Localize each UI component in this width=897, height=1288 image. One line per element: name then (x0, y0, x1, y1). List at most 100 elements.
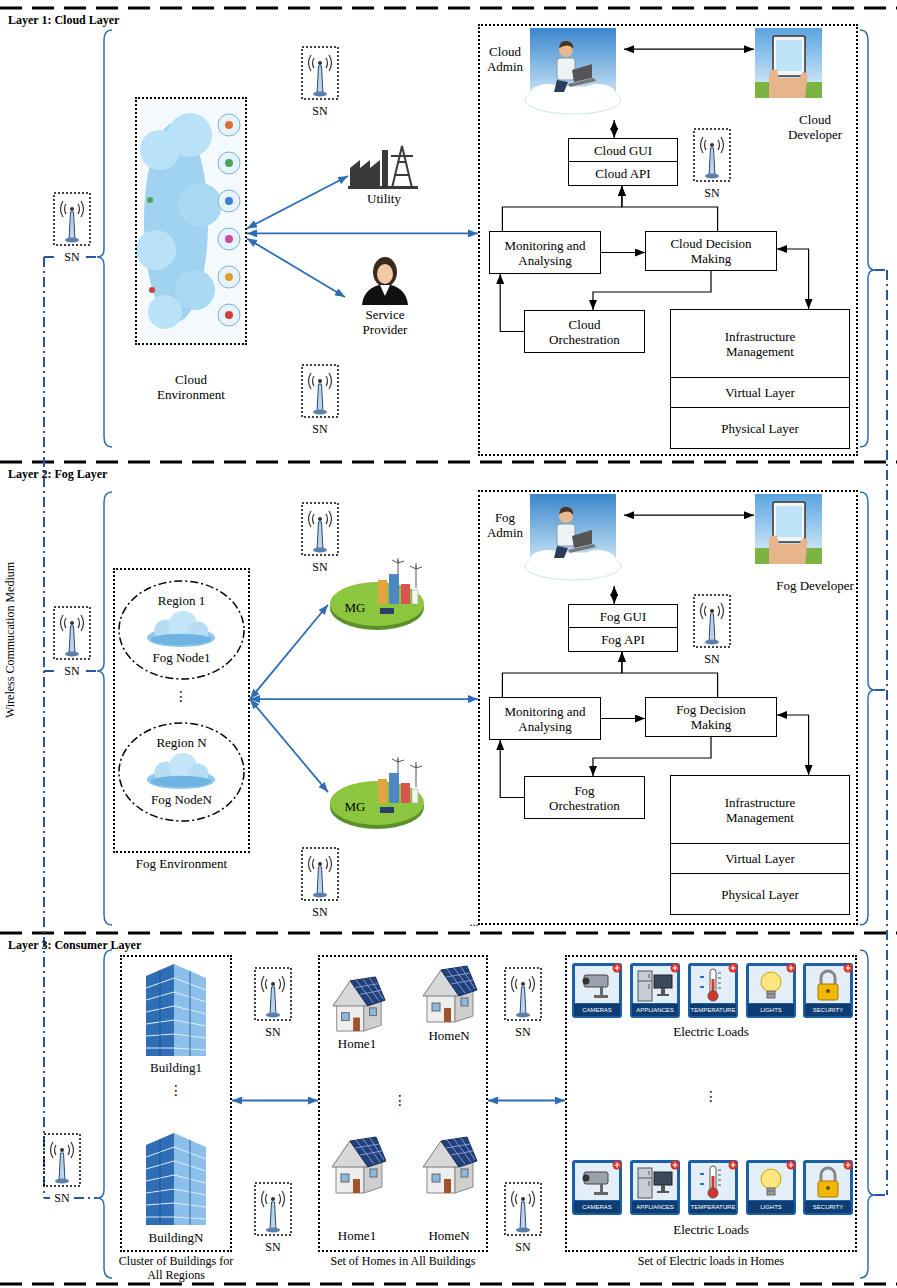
wireless-medium-line (74, 1197, 97, 1199)
developer-node: Fog Developer (754, 494, 854, 612)
label-holder: Cloud Environment (146, 372, 236, 402)
layer-divider (0, 8, 897, 1284)
label-holder: Fog Environment (113, 856, 250, 871)
node-label: Set of Electric loads in Homes (565, 1254, 857, 1268)
node-label: Home1 (326, 1228, 388, 1243)
group-caption: Electric Loads (651, 1222, 771, 1237)
node-label: Cloud Developer (776, 112, 854, 142)
load-icon-label: SECURITY (804, 1203, 852, 1211)
label-holder: SN (700, 652, 724, 666)
label-holder: TEMPERATURE (689, 1203, 737, 1211)
label-holder: APPLIANCES (631, 1203, 679, 1211)
load-icon-label: LIGHTS (747, 1006, 795, 1014)
wireless-medium-line (875, 689, 887, 691)
environment-group: Cloud Environment (135, 97, 247, 407)
label-holder: Home1 (326, 1228, 388, 1243)
sensor-node-icon (694, 595, 730, 647)
connector (250, 605, 328, 699)
node-label: Cloud API (595, 166, 650, 181)
node-label: Cloud Admin (484, 44, 526, 74)
connector (502, 186, 622, 231)
node-label: Cluster of Buildings for All Regions (111, 1254, 241, 1282)
service-provider-illustration (380, 285, 390, 296)
sensor-node-label: SN (308, 422, 332, 436)
label-holder: Layer 3: Consumer Layer (8, 938, 308, 952)
fog-node-cloud (147, 753, 215, 789)
node-label: Fog NodeN (118, 792, 245, 807)
label-holder: ... (459, 915, 489, 929)
electric-load-tile (803, 1160, 853, 1215)
label-holder: ⋮ (171, 688, 191, 704)
developer-illustration (755, 28, 822, 564)
layer-bracket (860, 492, 875, 925)
node-label: Region N (118, 735, 245, 750)
sensor-node-icon (44, 47, 730, 1235)
node-label: BuildingN (128, 1230, 224, 1245)
dashed-frame (135, 97, 247, 345)
electric-load-tile (700, 969, 721, 1001)
cloud-environment-illustration (225, 273, 233, 281)
home-illustration (332, 966, 477, 1193)
connector (593, 737, 711, 776)
electric-load-tile (761, 1169, 781, 1195)
node-label: Home1 (326, 1036, 388, 1051)
building-node: Building1 (128, 958, 224, 1076)
layer-bracket (97, 950, 112, 1278)
admin-illustration (525, 494, 621, 580)
management-panel: Cloud AdminCloud DeveloperCloud GUICloud… (478, 24, 858, 456)
ellipsis-mark: ⋮ (171, 688, 191, 704)
node-label: Fog GUI (600, 609, 647, 624)
wireless-medium-line (44, 670, 58, 672)
node-label: MG (343, 600, 368, 615)
electric-load-tile (638, 971, 672, 1001)
fog-node-cloud (147, 611, 215, 647)
node-label: Physical Layer (721, 421, 799, 436)
sensor-node-label: SN (308, 104, 332, 118)
sensor-node-icon (54, 607, 90, 659)
admin-illustration (525, 28, 621, 580)
label-holder: Layer 1: Cloud Layer (8, 13, 308, 27)
connector (593, 271, 711, 310)
label-holder: SN (511, 1025, 535, 1039)
label-holder: ⋮ (390, 1092, 410, 1108)
sensor-node-label: SN (308, 560, 332, 574)
label-holder: Fog Admin (484, 510, 526, 540)
process-box: Monitoring and Analysing (489, 231, 601, 274)
microgrid-illustration (330, 557, 424, 829)
utility-illustration (350, 160, 380, 188)
electric-load-tile (630, 963, 680, 1018)
label-holder: Wireless Commucation Medium (3, 540, 19, 740)
node-label: Physical Layer (721, 887, 799, 902)
cloud-environment-illustration (225, 311, 233, 319)
label-holder: Cloud Developer (776, 112, 854, 142)
wireless-medium-line (44, 257, 887, 1198)
electric-load-tile (818, 971, 838, 1000)
node-label: Fog Developer (776, 578, 854, 593)
label-holder: SN (50, 1191, 74, 1205)
microgrid-node: MG (328, 757, 426, 835)
admin-node: Fog Admin (484, 494, 624, 586)
electric-load-tile (630, 1160, 680, 1215)
developer-illustration (755, 494, 822, 564)
layer-bracket (97, 30, 112, 447)
developer-illustration (755, 28, 822, 98)
electric-load-tile (746, 1160, 796, 1215)
layer-band: Layer 1: Cloud LayerCloud EnvironmentUti… (0, 8, 897, 462)
label-holder: Fog NodeN (118, 792, 245, 807)
management-panel: Fog AdminFog DeveloperFog GUIFog APIMoni… (478, 490, 858, 925)
electric-load-tile (638, 1168, 672, 1198)
electric-load-tile (803, 963, 853, 1018)
process-box: Monitoring and Analysing (489, 697, 601, 740)
connector (250, 698, 478, 700)
label-holder: SN (308, 422, 332, 436)
connector (622, 652, 718, 697)
cloud-environment-illustration (225, 197, 233, 205)
cloud-environment-illustration (136, 102, 242, 340)
node-label: Layer 2: Fog Layer (8, 467, 308, 481)
wireless-medium-line (875, 269, 887, 271)
node-label: Fog Admin (484, 510, 526, 540)
cluster-group: Set of Homes in All BuildingsHome1HomeNH… (318, 955, 488, 1283)
home-node: HomeN (416, 962, 482, 1044)
home-illustration (332, 1137, 386, 1193)
